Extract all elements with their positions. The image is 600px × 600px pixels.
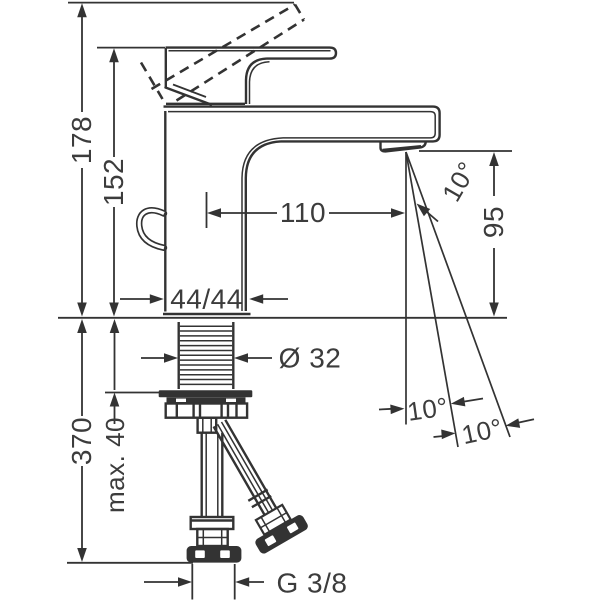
supply-hose-vertical bbox=[186, 432, 242, 563]
popup-rod bbox=[136, 207, 168, 252]
hose-nipple bbox=[196, 416, 218, 434]
spray-angle-outer-label: 10° bbox=[459, 412, 505, 450]
spout-reach-label: 110 bbox=[280, 197, 326, 228]
mounting-washer bbox=[158, 390, 253, 404]
handle-lever bbox=[164, 46, 338, 106]
shank-diameter-label: Ø 32 bbox=[279, 343, 342, 374]
threaded-shank bbox=[177, 322, 235, 389]
dimension-arrowheads bbox=[77, 3, 521, 587]
spray-angle-inner-label: 10° bbox=[405, 391, 450, 426]
outlet-angle-label: 10° bbox=[436, 156, 482, 206]
spray-lines bbox=[405, 151, 511, 448]
body-height-label: 152 bbox=[98, 158, 129, 206]
max-counter-thickness-label: max. 40 bbox=[100, 417, 130, 513]
overall-height-label: 178 bbox=[66, 116, 97, 164]
spout-height-label: 95 bbox=[478, 206, 509, 238]
connection-thread-label: G 3/8 bbox=[277, 568, 348, 599]
faucet-body bbox=[163, 105, 441, 316]
dimension-lines bbox=[58, 1, 535, 600]
base-width-label: 44/44 bbox=[170, 284, 243, 315]
faucet-outline bbox=[136, 3, 511, 563]
hose-drop-label: 370 bbox=[66, 417, 97, 465]
mounting-nut bbox=[164, 402, 249, 419]
supply-hose-angled bbox=[212, 419, 308, 554]
spout-outlet bbox=[379, 140, 427, 153]
